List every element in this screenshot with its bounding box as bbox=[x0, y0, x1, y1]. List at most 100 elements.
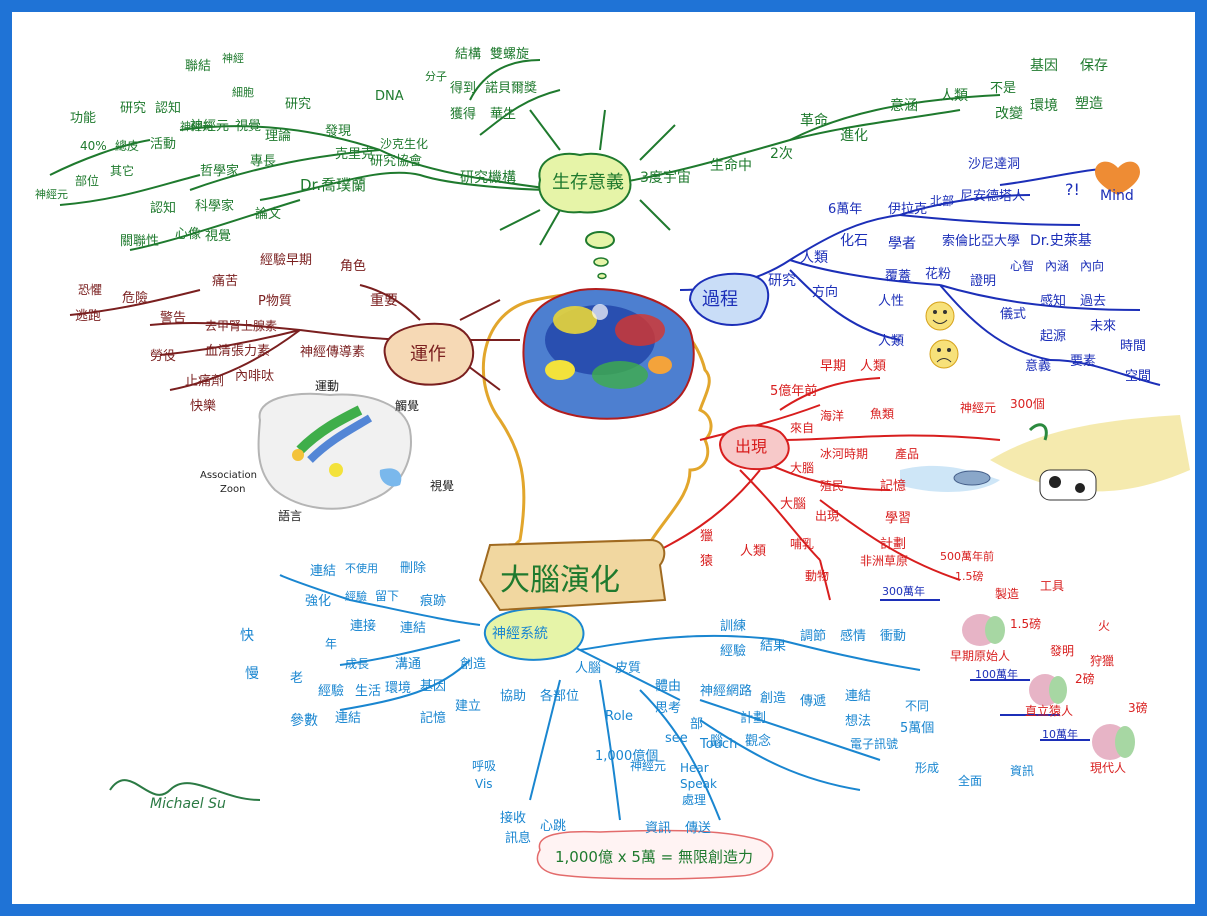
nervous-text: 連結 bbox=[845, 689, 871, 704]
emergence-text: 大腦 bbox=[780, 497, 806, 512]
operation-text: 神經傳導素 bbox=[300, 345, 365, 360]
nervous-text: 生活 bbox=[355, 684, 381, 699]
emergence-text: 300個 bbox=[1010, 397, 1045, 411]
emergence-text: 人類 bbox=[740, 544, 766, 559]
emergence-text: 早期 bbox=[820, 359, 846, 374]
evolution-figures bbox=[962, 614, 1135, 760]
process-text: 學者 bbox=[888, 236, 916, 252]
sig-text: 神經元 bbox=[190, 119, 229, 134]
process-text: 6萬年 bbox=[828, 202, 862, 217]
nervous-text: 經驗 bbox=[345, 589, 367, 603]
sig-text: 活動 bbox=[150, 137, 176, 152]
sig-text: 人類 bbox=[940, 88, 968, 104]
sig-text: 3度宇宙 bbox=[640, 170, 691, 186]
brain-diagram-label: 語言 bbox=[278, 508, 302, 523]
sig-text: 神經 bbox=[222, 51, 244, 65]
evolution-extra: 狩獵 bbox=[1090, 653, 1114, 668]
emergence-text: 記憶 bbox=[880, 478, 906, 494]
evolution-stage-label: 早期原始人 bbox=[950, 649, 1010, 663]
branch-process-lines bbox=[679, 167, 1161, 386]
nervous-text: 留下 bbox=[375, 589, 399, 603]
nervous-text: 心跳 bbox=[540, 819, 566, 834]
emergence-text: 500萬年前 bbox=[940, 549, 994, 563]
operation-text: 勞役 bbox=[150, 349, 176, 364]
emergence-text: 海洋 bbox=[820, 408, 844, 423]
nervous-text: 調節 bbox=[800, 629, 826, 644]
operation-text: P物質 bbox=[258, 294, 292, 309]
signature-text: Michael Su bbox=[150, 796, 226, 812]
thought-bubble bbox=[593, 257, 609, 267]
head-silhouette bbox=[481, 292, 713, 562]
emergence-text: 1.5磅 bbox=[955, 569, 984, 583]
heart-icon bbox=[1095, 161, 1140, 195]
evolution-stage-label: 直立猿人 bbox=[1025, 703, 1073, 718]
process-text: 要素 bbox=[1070, 354, 1096, 369]
nervous-text: 不使用 bbox=[345, 562, 378, 575]
operation-text: 血清張力素 bbox=[205, 344, 270, 359]
nervous-text: 計劃 bbox=[740, 710, 766, 726]
sig-text: 關聯性 bbox=[120, 234, 159, 249]
emergence-text: 非洲草原 bbox=[860, 554, 908, 568]
evolution-stage-weight: 3磅 bbox=[1128, 700, 1148, 715]
landscape-illustration bbox=[900, 415, 1190, 501]
nervous-text: Touch bbox=[699, 737, 737, 752]
operation-label: 運作 bbox=[410, 344, 446, 365]
evolution-lines bbox=[970, 679, 1090, 741]
process-text: 感知 bbox=[1040, 293, 1066, 309]
sig-text: 塑造 bbox=[1075, 96, 1103, 112]
brain-diagram-label: Zoon bbox=[220, 484, 245, 495]
nervous-text: 創造 bbox=[460, 657, 486, 672]
sig-text: 華生 bbox=[490, 107, 516, 122]
nervous-text: Role bbox=[605, 709, 633, 724]
nervous-text: 連接 bbox=[350, 618, 376, 634]
nervous-text: 連結 bbox=[310, 564, 336, 579]
sig-text: 理論 bbox=[265, 128, 291, 144]
sig-text: 雙螺旋 bbox=[490, 47, 529, 62]
sig-text: 神經元 bbox=[180, 119, 213, 133]
process-text: 意義 bbox=[1025, 358, 1051, 374]
nervous-text: 呼吸 bbox=[472, 759, 496, 773]
emergence-text: 殖民 bbox=[820, 478, 844, 493]
operation-text: 危險 bbox=[122, 291, 148, 306]
nervous-text: 建立 bbox=[455, 699, 481, 714]
sig-text: 認知 bbox=[155, 100, 181, 116]
sig-text: 進化 bbox=[840, 128, 868, 144]
nervous-text: 體由 bbox=[655, 679, 681, 694]
nervous-text: 結果 bbox=[760, 639, 786, 654]
sig-text: 論文 bbox=[255, 206, 281, 222]
nervous-text: 腦 bbox=[710, 734, 723, 749]
sig-text: 科學家 bbox=[195, 198, 234, 214]
nervous-text: 5萬個 bbox=[900, 721, 934, 736]
emergence-text: 5億年前 bbox=[770, 383, 817, 399]
node-emergence bbox=[718, 424, 790, 471]
sig-text: 發現 bbox=[325, 124, 351, 139]
nervous-text: see bbox=[665, 731, 688, 746]
nervous-text: 形成 bbox=[915, 761, 939, 775]
node-process bbox=[688, 272, 770, 326]
node-operation bbox=[383, 322, 475, 386]
emergence-text: 獵 bbox=[700, 529, 713, 544]
node-nervous-system bbox=[483, 607, 585, 661]
process-text: 北部 bbox=[930, 193, 954, 208]
sig-text: 結構 bbox=[455, 47, 481, 62]
nervous-text: 各部位 bbox=[540, 688, 579, 704]
operation-text: 重要 bbox=[370, 293, 398, 309]
evolution-stage-weight: 2磅 bbox=[1075, 671, 1095, 686]
process-text: 未來 bbox=[1090, 319, 1116, 334]
emergence-text: 動物 bbox=[805, 569, 829, 583]
process-text: 尼安德塔人 bbox=[960, 189, 1025, 204]
operation-text: 快樂 bbox=[190, 398, 216, 414]
emergence-text: 學習 bbox=[885, 511, 911, 526]
nervous-text: 老 bbox=[290, 671, 303, 686]
emergence-text: 人類 bbox=[860, 359, 886, 374]
sig-text: 心像 bbox=[175, 227, 201, 242]
sig-text: 環境 bbox=[1030, 98, 1058, 114]
sig-text: 革命 bbox=[800, 112, 828, 129]
thought-bubble bbox=[597, 272, 607, 280]
nervous-text: Hear bbox=[680, 761, 709, 775]
nervous-text: 連結 bbox=[335, 711, 361, 726]
nervous-text: 年 bbox=[325, 637, 337, 651]
sad-face-icon bbox=[929, 339, 959, 369]
emergence-text: 計劃 bbox=[880, 536, 906, 552]
nervous-text: 經驗 bbox=[720, 644, 746, 659]
